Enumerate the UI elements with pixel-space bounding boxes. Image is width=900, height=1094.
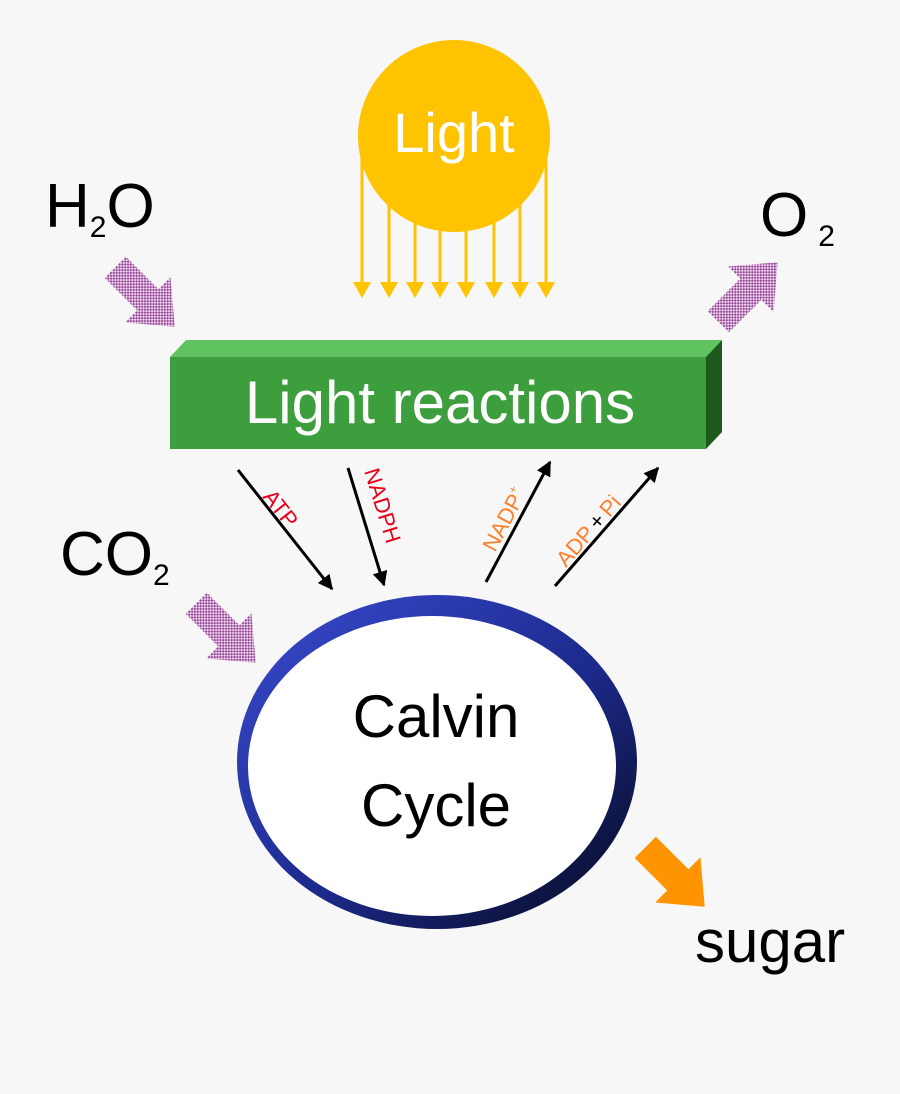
co2-label: CO2 — [60, 520, 170, 592]
checkered-arrow-icon — [185, 592, 256, 663]
nadp-arrow — [484, 460, 552, 583]
water-input: H2O — [45, 172, 175, 327]
calvin-label-line1: Calvin — [353, 683, 520, 750]
adp-transfer: ADP+Pi — [551, 466, 660, 587]
atp-transfer: ATP — [236, 469, 334, 591]
calvin-label-line2: Cycle — [361, 772, 511, 839]
nadp-label: NADP+ — [476, 483, 531, 555]
sugar-output: sugar — [634, 836, 845, 975]
box-front — [170, 357, 706, 449]
calvin-disc — [248, 616, 616, 916]
nadph-label: NADPH — [359, 465, 406, 546]
co2-input: CO2 — [60, 520, 256, 663]
orange-arrow-icon — [634, 836, 705, 907]
sun-disc — [358, 40, 550, 232]
sun-icon: Light — [353, 40, 555, 298]
box-top — [170, 340, 722, 357]
light-reactions-label: Light reactions — [245, 369, 635, 436]
checkered-arrow-icon — [707, 262, 778, 333]
box-side — [706, 340, 722, 449]
adp-arrow — [553, 466, 660, 587]
atp-arrow — [236, 469, 334, 591]
water-label: H2O — [45, 172, 155, 244]
atp-label: ATP — [258, 485, 303, 533]
calvin-cycle: Calvin Cycle — [237, 595, 637, 929]
light-label: Light — [393, 101, 515, 164]
nadph-transfer: NADPH — [346, 465, 406, 587]
sugar-label: sugar — [695, 908, 845, 975]
nadph-arrow — [346, 467, 388, 587]
checkered-arrow-icon — [104, 256, 175, 327]
adp-label: ADP+Pi — [551, 490, 626, 571]
light-reactions-box: Light reactions — [170, 340, 722, 449]
nadp-transfer: NADP+ — [476, 460, 552, 583]
